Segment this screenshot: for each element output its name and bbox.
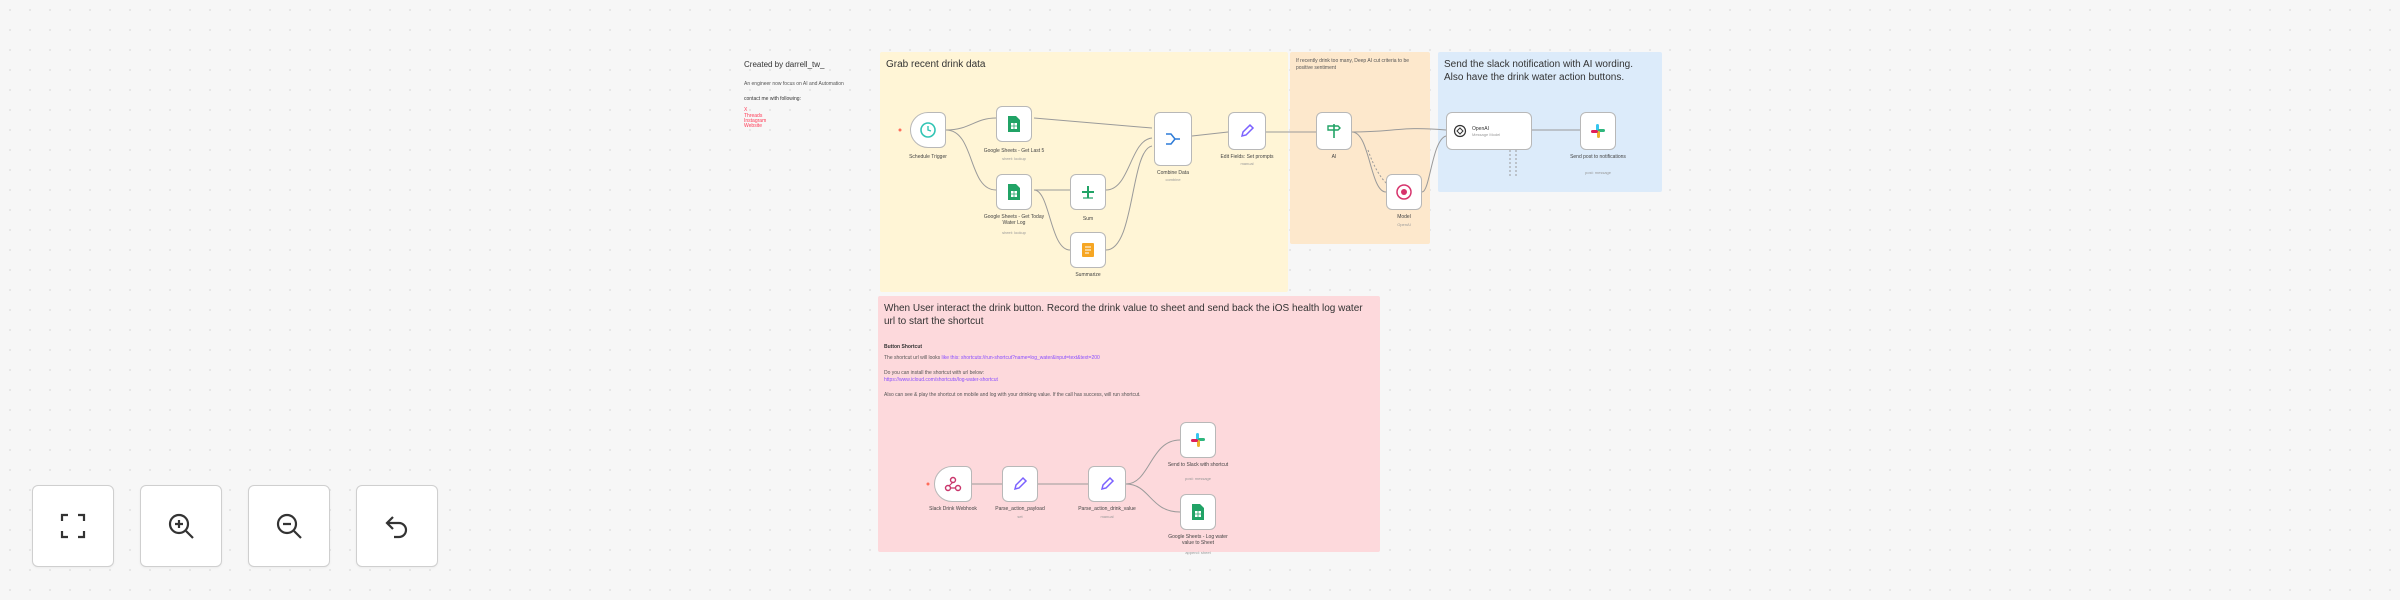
node-label: Sum [1082, 216, 1094, 222]
install-shortcut-link[interactable]: https://www.icloud.com/shortcuts/log-wat… [884, 377, 998, 383]
credits-description: An engineer now focus on AI and Automati… [744, 81, 844, 87]
node-subtitle: post: message [1184, 476, 1212, 481]
model-icon [1396, 184, 1412, 200]
pencil-icon [1100, 476, 1115, 491]
slack-icon [1591, 124, 1605, 138]
credits-link[interactable]: Threads [744, 113, 763, 119]
group-ai-note: If recently drink too many, Deep AI cut … [1290, 52, 1430, 244]
node-subtitle: set [1017, 514, 1023, 519]
node-label: Edit Fields: Set prompts [1220, 154, 1274, 160]
node-label: OpenAI [1472, 125, 1489, 132]
node-label: Send post to notifications [1570, 154, 1626, 160]
note-line: The shortcut url will looks like this: s… [884, 355, 1374, 362]
node-subtitle: sheet: lookup [1002, 230, 1026, 235]
credits-title: Created by darrell_tw_ [744, 60, 825, 69]
node-subtitle: sheet: lookup [1002, 156, 1026, 161]
group-title: Grab recent drink data [886, 59, 986, 70]
openai-icon [1453, 124, 1467, 138]
credits-note: Created by darrell_tw_ An engineer now f… [738, 52, 860, 142]
slack-webhook-node[interactable] [934, 466, 972, 502]
summarize-icon [1082, 243, 1094, 257]
note-label: The shortcut url will looks [884, 355, 941, 361]
node-label: Model [1397, 214, 1411, 220]
credits-link[interactable]: X [744, 107, 748, 113]
ai-node[interactable] [1316, 112, 1352, 150]
google-sheets-icon [1008, 184, 1020, 200]
sum-icon [1082, 186, 1094, 199]
node-label: Parse_action_payload [995, 506, 1045, 512]
credits-contact: contact me with following: [744, 96, 801, 102]
group-title: Send the slack notification with AI word… [1444, 59, 1633, 83]
combine-data-node[interactable] [1154, 112, 1192, 166]
webhook-icon [944, 476, 962, 492]
credits-link[interactable]: Instagram [744, 118, 767, 124]
section-heading: Button Shortcut [884, 344, 923, 350]
google-sheets-last-node[interactable] [996, 106, 1032, 142]
edit-prompt-node[interactable] [1228, 112, 1266, 150]
google-sheets-today-node[interactable] [996, 174, 1032, 210]
node-subtitle: Message Model [1472, 131, 1501, 137]
note-line: Also can see & play the shortcut on mobi… [884, 392, 1141, 398]
node-label: Slack Drink Webhook [929, 506, 977, 512]
zoom-out-button[interactable] [248, 485, 330, 567]
group-record-drink: When User interact the drink button. Rec… [878, 296, 1380, 552]
slack-reply-node[interactable] [1180, 422, 1216, 458]
node-label: Schedule Trigger [909, 154, 947, 160]
openai-node[interactable]: OpenAI Message Model [1446, 112, 1532, 150]
undo-icon [385, 516, 408, 539]
slack-send-node[interactable] [1580, 112, 1616, 150]
node-label: Google Sheets - Log water value to Sheet [1168, 534, 1228, 546]
node-subtitle: append: sheet [1185, 550, 1211, 555]
group-ai-note-text: If recently drink too many, Deep AI cut … [1296, 58, 1410, 71]
node-label: AI [1331, 154, 1337, 160]
note-label: Do you can install the shortcut with url… [884, 370, 985, 376]
zoom-in-icon [168, 513, 194, 539]
google-sheets-icon [1192, 504, 1204, 520]
merge-icon [1166, 133, 1180, 145]
parse-drink-value-node[interactable] [1088, 466, 1126, 502]
summarize-node[interactable] [1070, 232, 1106, 268]
fit-view-icon [60, 513, 86, 539]
slack-icon [1191, 433, 1205, 447]
node-subtitle: manual [1100, 514, 1114, 519]
node-subtitle: combine [1165, 177, 1181, 182]
google-sheets-icon [1008, 116, 1020, 132]
node-subtitle: OpenAI [1397, 222, 1411, 227]
clock-icon [920, 122, 936, 138]
pencil-icon [1013, 476, 1028, 491]
node-label: Google Sheets - Get Today Water Log [983, 214, 1045, 226]
sum-node[interactable] [1070, 174, 1106, 210]
node-label: Send to Slack with shortcut [1167, 462, 1229, 468]
node-subtitle: manual [1240, 161, 1254, 166]
reset-zoom-button[interactable] [356, 485, 438, 567]
node-label: Parse_action_drink_value [1078, 506, 1136, 512]
node-subtitle: post: message [1584, 170, 1612, 175]
credits-link[interactable]: Website [744, 123, 762, 129]
node-label: Google Sheets - Get Last 5 [983, 148, 1045, 154]
node-label: Summarize [1075, 272, 1101, 278]
group-title: When User interact the drink button. Rec… [884, 303, 1363, 327]
zoom-out-icon [276, 513, 302, 539]
parse-payload-node[interactable] [1002, 466, 1038, 502]
google-sheets-append-node[interactable] [1180, 494, 1216, 530]
zoom-in-button[interactable] [140, 485, 222, 567]
node-label: Combine Data [1157, 170, 1189, 176]
signpost-icon [1327, 124, 1341, 138]
fit-view-button[interactable] [32, 485, 114, 567]
shortcut-url-link[interactable]: like this: shortcuts://run-shortcut?name… [941, 355, 1100, 361]
schedule-trigger-node[interactable] [910, 112, 946, 148]
pencil-icon [1240, 123, 1255, 138]
model-node[interactable] [1386, 174, 1422, 210]
